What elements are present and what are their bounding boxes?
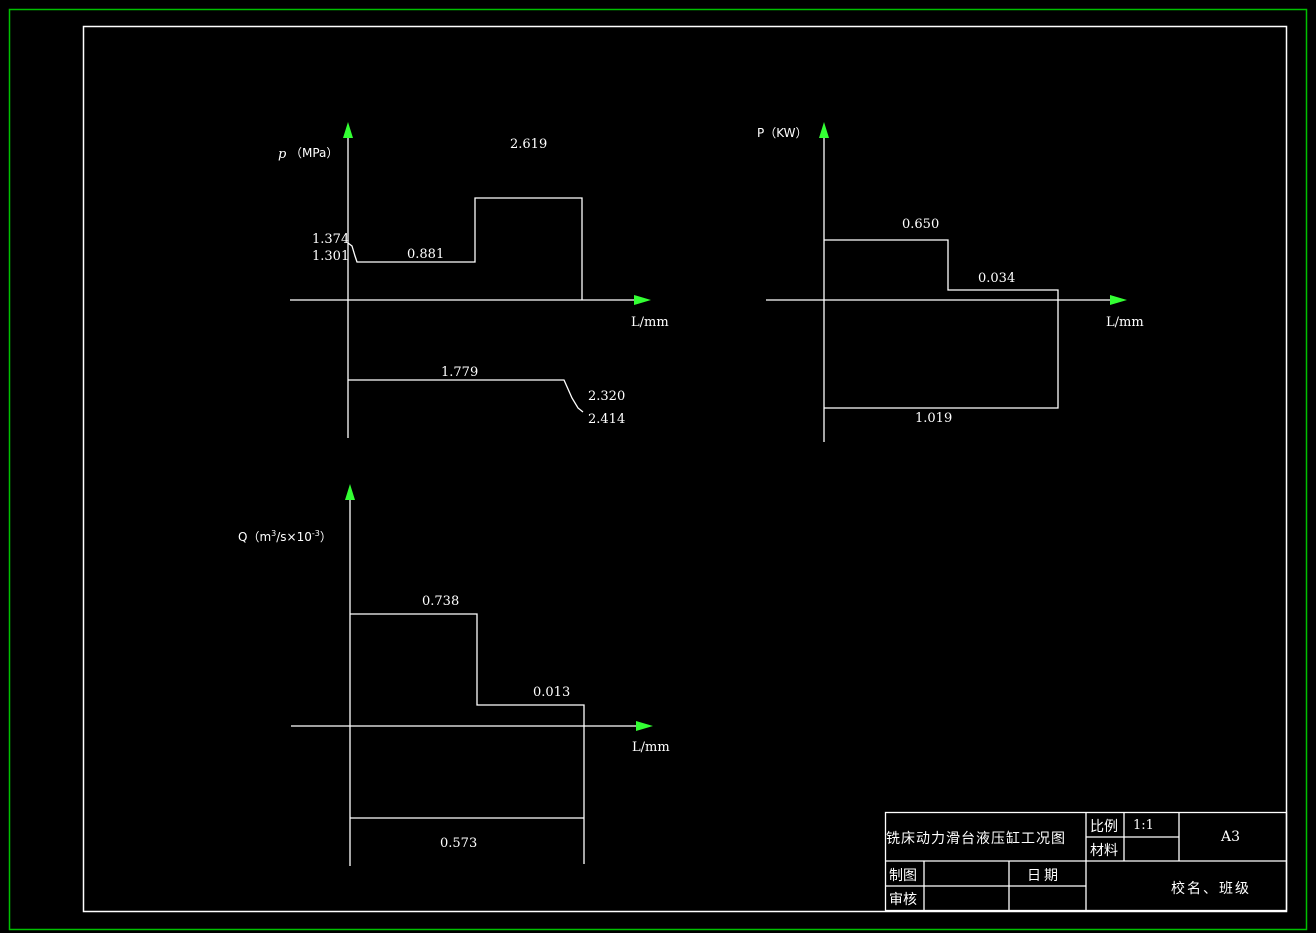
flow-x-arrow bbox=[636, 721, 653, 731]
pressure-label-start-high: 1.374 bbox=[312, 232, 349, 247]
pressure-y-arrow bbox=[343, 122, 353, 138]
flow-chart: Q（m3/s×10-3） L/mm 0.738 0.013 0.573 bbox=[238, 484, 670, 866]
pressure-label-end-high: 2.320 bbox=[588, 389, 625, 404]
outer-border bbox=[8, 8, 1308, 931]
pressure-ylabel-symbol: p bbox=[278, 147, 287, 162]
flow-y-arrow bbox=[345, 484, 355, 500]
material-label: 材料 bbox=[1090, 843, 1118, 859]
title-block bbox=[884, 811, 1288, 912]
power-label-fast-return: 1.019 bbox=[915, 411, 952, 426]
power-label-work-feed: 0.034 bbox=[978, 271, 1015, 286]
pressure-label-fast-return: 1.779 bbox=[441, 365, 478, 380]
power-return-curve bbox=[824, 300, 1059, 409]
pressure-chart: p （MPa） L/mm 1.374 1.301 0.881 2.619 1.7… bbox=[278, 122, 669, 438]
scale-label: 比例 bbox=[1090, 819, 1118, 835]
scale-value: 1:1 bbox=[1133, 818, 1154, 833]
pressure-x-arrow bbox=[634, 295, 651, 305]
power-y-arrow bbox=[819, 122, 829, 138]
power-forward-curve bbox=[824, 239, 1059, 300]
drawn-by-label: 制图 bbox=[889, 868, 917, 884]
pressure-label-end-low: 2.414 bbox=[588, 412, 625, 427]
pressure-label-work-feed: 2.619 bbox=[510, 137, 547, 152]
pressure-label-fast-forward: 0.881 bbox=[407, 247, 444, 262]
pressure-forward-curve bbox=[347, 197, 583, 300]
title-block-text: 铣床动力滑台液压缸工况图 比例 1:1 材料 A3 制图 日期 审核 校名、班级 bbox=[886, 818, 1251, 908]
pressure-xlabel: L/mm bbox=[631, 315, 669, 330]
power-ylabel: P（KW） bbox=[757, 126, 808, 140]
drawing-title: 铣床动力滑台液压缸工况图 bbox=[886, 830, 1066, 847]
power-chart: P（KW） L/mm 0.650 0.034 1.019 bbox=[757, 122, 1144, 442]
inner-border bbox=[82, 25, 1288, 913]
date-label: 日期 bbox=[1027, 868, 1061, 884]
checked-by-label: 审核 bbox=[889, 892, 917, 908]
pressure-return-curve bbox=[348, 379, 584, 413]
flow-forward-curve bbox=[350, 613, 585, 864]
pressure-ylabel-unit: （MPa） bbox=[290, 146, 338, 160]
flow-ylabel: Q（m3/s×10-3） bbox=[238, 529, 332, 544]
power-x-arrow bbox=[1110, 295, 1127, 305]
power-xlabel: L/mm bbox=[1106, 315, 1144, 330]
sheet-size: A3 bbox=[1220, 829, 1240, 845]
power-label-fast-forward: 0.650 bbox=[902, 217, 939, 232]
flow-label-fast-forward: 0.738 bbox=[422, 594, 459, 609]
flow-label-fast-return: 0.573 bbox=[440, 836, 477, 851]
flow-xlabel: L/mm bbox=[632, 740, 670, 755]
school-class: 校名、班级 bbox=[1171, 880, 1251, 897]
flow-label-work-feed: 0.013 bbox=[533, 685, 570, 700]
pressure-label-start-low: 1.301 bbox=[312, 249, 349, 264]
